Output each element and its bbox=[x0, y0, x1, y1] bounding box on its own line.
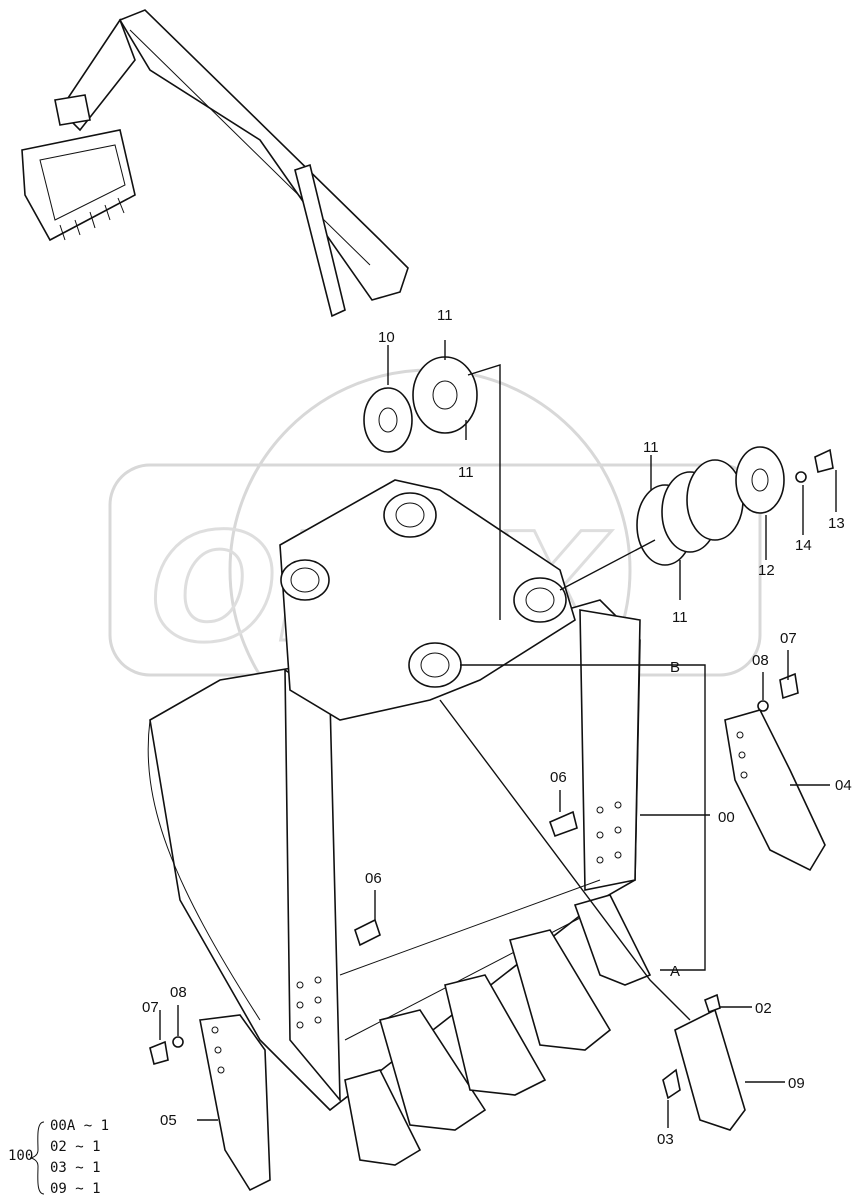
label-02: 02 bbox=[755, 1000, 772, 1017]
label-B: B bbox=[670, 659, 680, 676]
leader-lines bbox=[159, 340, 837, 1128]
excavator-overview bbox=[21, 9, 409, 318]
bucket-body bbox=[147, 479, 641, 1112]
label-A: A bbox=[670, 963, 680, 980]
label-08-right: 08 bbox=[752, 652, 769, 669]
label-13: 13 bbox=[828, 515, 845, 532]
label-11-top: 11 bbox=[437, 307, 453, 324]
kit-table: 100 00A ~ 1 02 ~ 1 03 ~ 1 09 ~ 1 bbox=[8, 1118, 109, 1197]
label-12: 12 bbox=[758, 562, 775, 579]
label-14: 14 bbox=[795, 537, 812, 554]
label-03: 03 bbox=[657, 1131, 674, 1148]
label-07-left: 07 bbox=[142, 999, 159, 1016]
label-11-right: 11 bbox=[643, 439, 659, 456]
label-10: 10 bbox=[378, 329, 395, 346]
label-11-bottom: 11 bbox=[672, 609, 688, 626]
label-06-left: 06 bbox=[365, 870, 382, 887]
label-09: 09 bbox=[788, 1075, 805, 1092]
kit-item: 02 ~ 1 bbox=[50, 1139, 101, 1155]
kit-number: 100 bbox=[8, 1148, 33, 1164]
label-00: 00 bbox=[718, 809, 735, 826]
label-11-left: 11 bbox=[458, 464, 474, 481]
bucket-teeth bbox=[344, 894, 746, 1166]
kit-item: 03 ~ 1 bbox=[50, 1160, 101, 1176]
label-06-right: 06 bbox=[550, 769, 567, 786]
pin-parts bbox=[149, 356, 834, 1100]
side-cutters bbox=[199, 709, 826, 1192]
kit-item: 00A ~ 1 bbox=[50, 1118, 109, 1134]
callout-labels: 11 10 11 11 11 12 14 13 B 07 08 04 06 00… bbox=[142, 307, 852, 1148]
label-04: 04 bbox=[835, 777, 852, 794]
label-05: 05 bbox=[160, 1112, 177, 1129]
label-08-left: 08 bbox=[170, 984, 187, 1001]
label-07-right: 07 bbox=[780, 630, 797, 647]
kit-item: 09 ~ 1 bbox=[50, 1181, 101, 1197]
